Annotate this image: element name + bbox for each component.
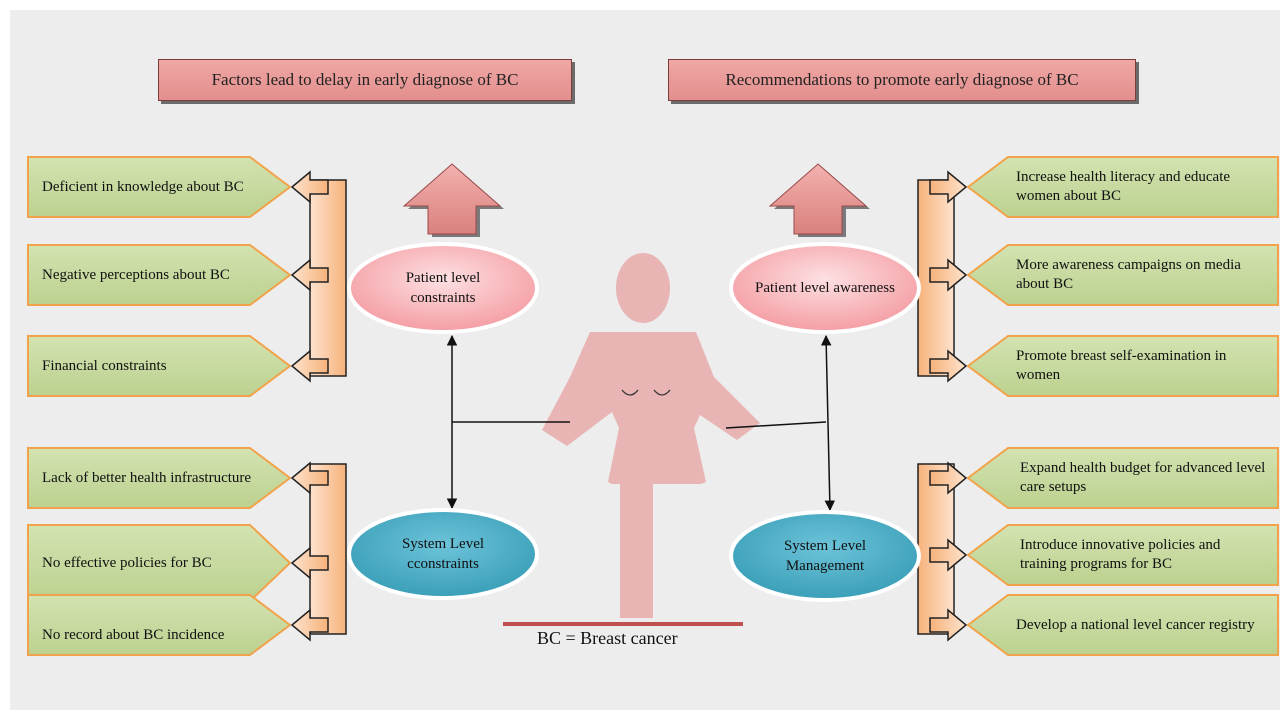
left-brackets	[290, 170, 347, 642]
right-patient-recommendation: Promote breast self-examination in women	[1016, 348, 1227, 383]
hub-patient-awareness: Patient level awareness	[755, 280, 895, 296]
right-system-recommendation: Introduce innovative policies and traini…	[1020, 537, 1221, 572]
right-system-recommendation: Develop a national level cancer registry	[1016, 616, 1255, 633]
left-patient-factor: Deficient in knowledge about BC	[42, 178, 244, 195]
footnote: BC = Breast cancer	[537, 628, 678, 648]
right-patient-recommendation: Increase health literacy and educate wom…	[1016, 169, 1231, 204]
right-patient-recommendation: More awareness campaigns on media about …	[1016, 257, 1241, 292]
up-arrow-right-icon	[768, 163, 870, 237]
hub-system-management: System Level Management	[783, 538, 867, 574]
baseline	[503, 622, 743, 626]
hub-patient-constraints: Patient level constraints	[405, 270, 481, 306]
left-system-factor: No record about BC incidence	[42, 626, 225, 643]
right-system-recommendation: Expand health budget for advanced level …	[1020, 460, 1266, 495]
woman-figure-icon	[542, 253, 760, 618]
up-arrow-left-icon	[402, 163, 504, 237]
hub-system-constraints: System Level cconstraints	[401, 536, 485, 572]
left-patient-factor: Negative perceptions about BC	[42, 266, 230, 283]
right-brackets	[917, 170, 968, 642]
hub-shapes	[347, 242, 921, 602]
left-system-factor: No effective policies for BC	[42, 554, 212, 571]
left-title: Factors lead to delay in early diagnose …	[158, 59, 572, 101]
right-title: Recommendations to promote early diagnos…	[668, 59, 1136, 101]
left-system-factor: Lack of better health infrastructure	[42, 469, 252, 486]
connectors	[446, 334, 836, 512]
left-item-shapes	[27, 156, 292, 656]
right-item-shapes	[966, 156, 1279, 656]
left-patient-factor: Financial constraints	[42, 357, 167, 374]
